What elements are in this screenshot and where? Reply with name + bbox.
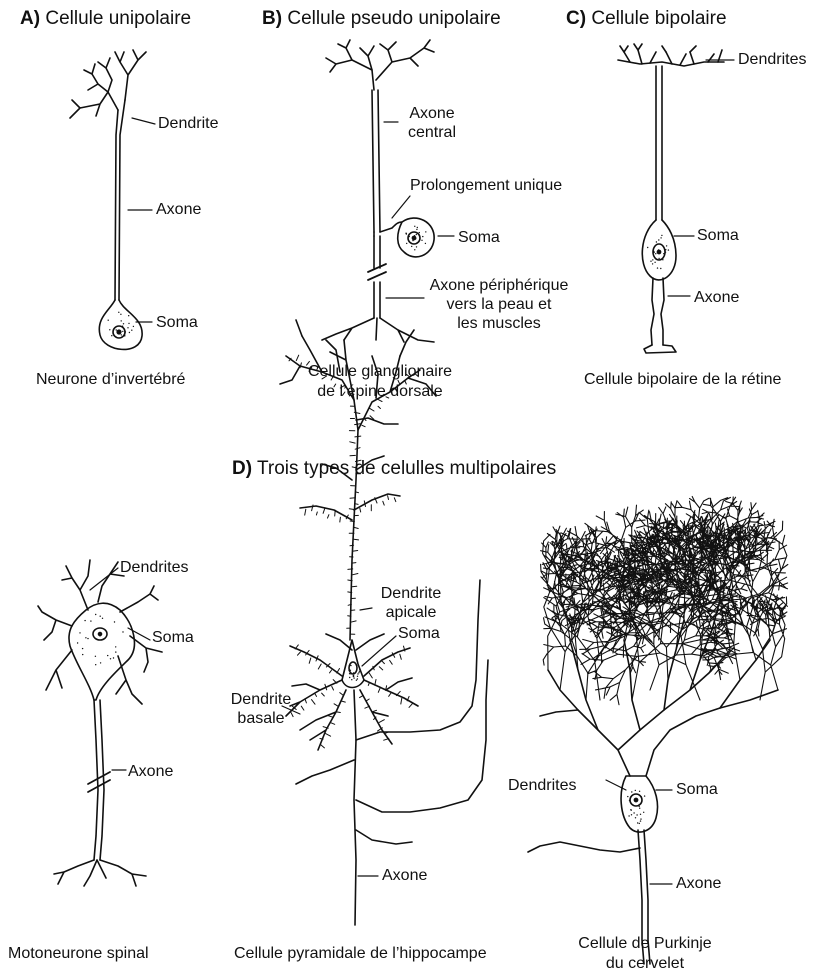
title-d-text: Trois types de celulles multipolaires — [257, 458, 556, 479]
label-d3-axone: Axone — [676, 874, 721, 893]
title-c-letter: C) — [566, 8, 586, 29]
caption-c: Cellule bipolaire de la rétine — [584, 370, 781, 390]
title-a-text: Cellule unipolaire — [45, 8, 191, 29]
label-d3-soma: Soma — [676, 780, 718, 799]
caption-b: Cellule glanglionaire de l’épine dorsale — [300, 362, 460, 402]
title-b-text: Cellule pseudo unipolaire — [287, 8, 500, 29]
label-c-axone: Axone — [694, 288, 739, 307]
caption-b-1: Cellule glanglionaire — [300, 362, 460, 382]
label-c-soma: Soma — [697, 226, 739, 245]
label-a-soma: Soma — [156, 313, 198, 332]
label-d2-dendrite-basale-2: basale — [226, 709, 296, 728]
label-d2-dendrite-apicale-2: apicale — [376, 603, 446, 622]
label-b-axone-central-1: Axone — [402, 104, 462, 123]
label-d1-soma: Soma — [152, 628, 194, 647]
caption-d3: Cellule de Purkinje du cervelet — [570, 934, 720, 974]
title-a-letter: A) — [20, 8, 40, 29]
caption-d3-1: Cellule de Purkinje — [570, 934, 720, 954]
title-b-letter: B) — [262, 8, 282, 29]
title-c-text: Cellule bipolaire — [591, 8, 726, 29]
label-b-axone-periph-1: Axone périphérique — [424, 276, 574, 295]
label-d2-dendrite-apicale-1: Dendrite — [376, 584, 446, 603]
label-b-axone-central: Axone central — [402, 104, 462, 142]
title-d: D) Trois types de celulles multipolaires — [232, 458, 556, 480]
label-d1-axone: Axone — [128, 762, 173, 781]
caption-d1: Motoneurone spinal — [8, 944, 149, 964]
label-d2-dendrite-apicale: Dendrite apicale — [376, 584, 446, 622]
purkinje-dendritic-arbor — [541, 497, 788, 705]
label-b-soma: Soma — [458, 228, 500, 247]
pyramidal-dendritic-spines — [289, 355, 419, 748]
motoneuron — [38, 560, 162, 886]
title-a: A) Cellule unipolaire — [20, 8, 191, 30]
label-c-dendrites: Dendrites — [738, 50, 806, 69]
label-d2-dendrite-basale-1: Dendrite — [226, 690, 296, 709]
label-d1-dendrites: Dendrites — [120, 558, 188, 577]
pyramidal-neuron — [280, 320, 488, 925]
label-a-dendrite: Dendrite — [158, 114, 218, 133]
caption-d2: Cellule pyramidale de l’hippocampe — [234, 944, 487, 964]
label-b-prolongement: Prolongement unique — [410, 176, 562, 195]
title-b: B) Cellule pseudo unipolaire — [262, 8, 501, 30]
label-d2-dendrite-basale: Dendrite basale — [226, 690, 296, 728]
caption-d3-2: du cervelet — [570, 954, 720, 974]
label-d2-axone: Axone — [382, 866, 427, 885]
label-d3-dendrites: Dendrites — [508, 776, 576, 795]
title-d-letter: D) — [232, 458, 252, 479]
unipolar-neuron — [70, 50, 155, 349]
label-b-axone-periph-2: vers la peau et — [424, 295, 574, 314]
title-c: C) Cellule bipolaire — [566, 8, 727, 30]
label-a-axone: Axone — [156, 200, 201, 219]
label-b-axone-central-2: central — [402, 123, 462, 142]
label-d2-soma: Soma — [398, 624, 440, 643]
label-b-axone-periph: Axone périphérique vers la peau et les m… — [424, 276, 574, 333]
caption-b-2: de l’épine dorsale — [300, 382, 460, 402]
caption-a: Neurone d’invertébré — [36, 370, 185, 390]
label-b-axone-periph-3: les muscles — [424, 314, 574, 333]
